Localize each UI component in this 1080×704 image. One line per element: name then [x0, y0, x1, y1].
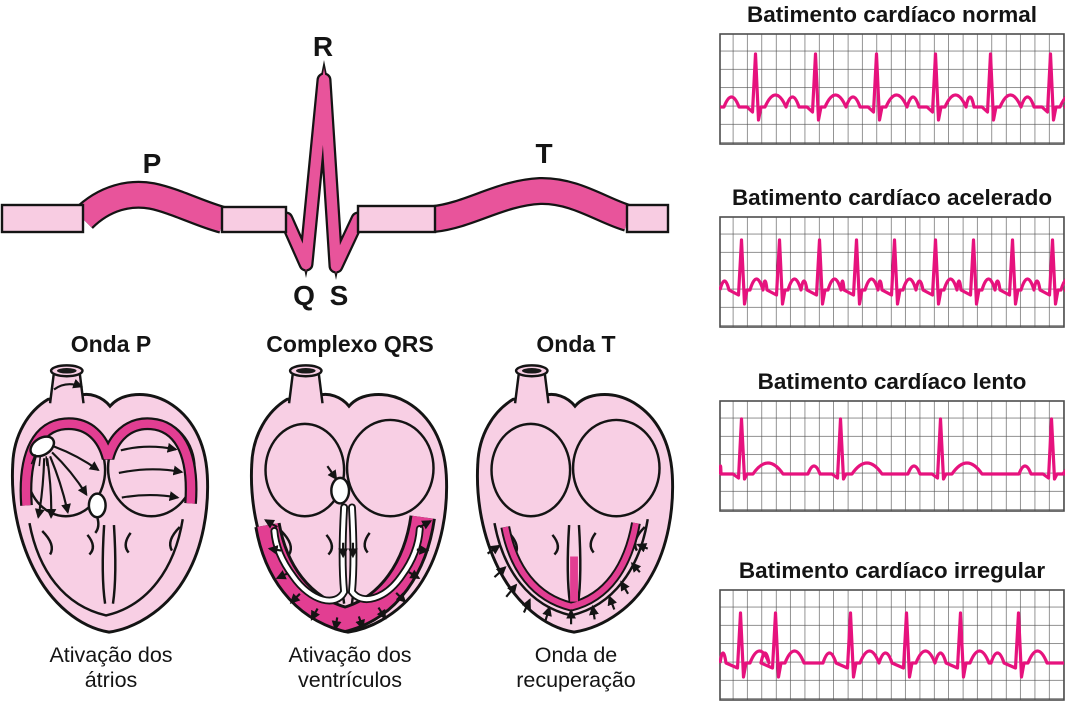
- ecg-trace: [719, 417, 1065, 481]
- ecg-strip-chart: [719, 400, 1065, 512]
- ecg-trace: [719, 611, 1064, 679]
- heart-title: Onda P: [70, 331, 152, 357]
- av-node: [87, 492, 107, 534]
- ecg-strip-slow: Batimento cardíaco lento: [712, 368, 1072, 512]
- ecg-grid: [719, 33, 1065, 145]
- ecg-strip-chart: [719, 216, 1065, 328]
- label-p: P: [143, 148, 162, 179]
- ecg-trace: [720, 52, 1065, 122]
- strip-title: Batimento cardíaco irregular: [738, 558, 1046, 583]
- ecg-grid: [719, 400, 1065, 512]
- ecg-strip-chart: [719, 33, 1065, 145]
- heart-title: Onda T: [536, 331, 616, 357]
- heart-illustration-atrial-activation: [10, 364, 210, 634]
- label-t: T: [535, 138, 552, 169]
- label-q: Q: [293, 280, 315, 311]
- impulse-arrows: [34, 378, 184, 519]
- ecg-grid: [719, 589, 1065, 701]
- strip-title: Batimento cardíaco acelerado: [731, 185, 1053, 210]
- av-node: [330, 476, 351, 505]
- p-wave-band: [73, 180, 227, 234]
- impulse-arrows: [264, 465, 433, 631]
- label-s: S: [330, 280, 349, 311]
- heart-title: Complexo QRS: [266, 331, 434, 357]
- ecg-strip-normal: Batimento cardíaco normal: [712, 1, 1072, 145]
- ecg-waveform-ribbon: P R Q S T: [0, 31, 670, 311]
- ecg-strip-irregular: Batimento cardíaco irregular: [712, 557, 1072, 701]
- impulse-arrows: [486, 543, 649, 625]
- atria-activation-band: [19, 417, 198, 506]
- label-r: R: [313, 31, 333, 62]
- strip-title: Batimento cardíaco normal: [746, 2, 1038, 27]
- heart-figure-complexo-qrs: Complexo QRS: [237, 330, 463, 693]
- heart-illustration-ventricular-activation: [249, 364, 449, 634]
- ecg-trace: [719, 238, 1065, 306]
- ecg-strip-chart: [719, 589, 1065, 701]
- heart-illustration-recovery-wave: [475, 364, 675, 634]
- ecg-strip-fast: Batimento cardíaco acelerado: [712, 184, 1072, 328]
- t-wave-band: [431, 177, 633, 233]
- baseline-segments: [0, 203, 670, 234]
- qrs-band: [278, 60, 366, 280]
- recovery-wave-band: [500, 522, 641, 612]
- strip-title: Batimento cardíaco lento: [757, 369, 1027, 394]
